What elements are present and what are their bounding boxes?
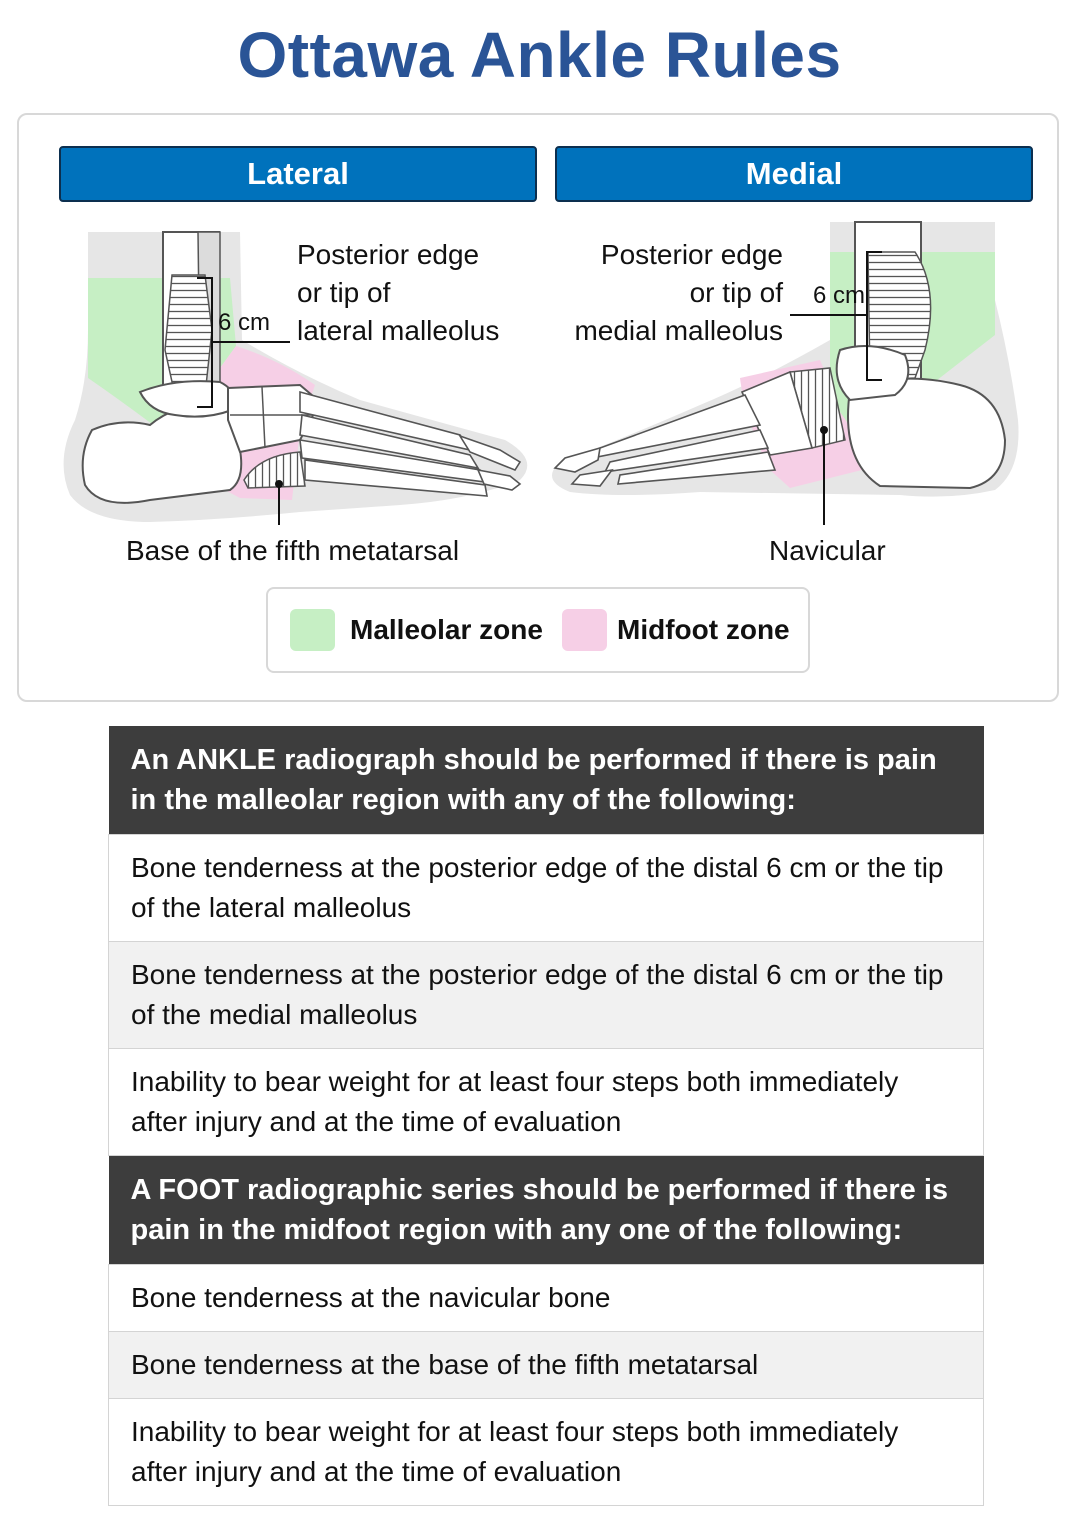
medial-malleolus-label-line: medial malleolus [574,315,783,346]
page-title: Ottawa Ankle Rules [237,19,842,91]
lateral-malleolus-label: Posterior edge or tip of lateral malleol… [297,236,499,350]
lateral-measure-bracket [197,277,290,525]
malleolar-zone-legend-label: Malleolar zone [350,614,543,645]
rules-table: An ANKLE radiograph should be performed … [108,726,984,1506]
zone-legend: Malleolar zone Midfoot zone [266,587,810,673]
ankle-rule-item: Bone tenderness at the posterior edge of… [108,834,984,942]
lateral-fifth-metatarsal-base [243,451,306,489]
medial-foot [552,221,1019,497]
lateral-metatarsal-pointer [275,480,283,488]
medial-talus [835,345,910,402]
ankle-diagram [63,221,1019,525]
medial-malleolus-label-line: or tip of [689,277,783,308]
foot-rule-item: Bone tenderness at the navicular bone [108,1264,984,1332]
ankle-rule-heading-row: An ANKLE radiograph should be performed … [108,726,984,835]
foot-rule-item: Inability to bear weight for at least fo… [108,1398,984,1506]
lateral-foot [63,231,528,522]
midfoot-zone-swatch [562,609,607,651]
lateral-malleolus-label-line: lateral malleolus [297,315,500,346]
medial-calcaneus [847,377,1007,490]
medial-measure-bracket [790,251,882,525]
lateral-toes [458,434,522,491]
ankle-rule-item: Bone tenderness at the posterior edge of… [108,941,984,1049]
lateral-metatarsal-label: Base of the fifth metatarsal [126,535,460,566]
medial-malleolus-label: Posterior edge or tip of medial malleolu… [540,236,783,350]
lateral-malleolus-label-line: or tip of [297,277,391,308]
medial-navicular-pointer [820,426,828,434]
foot-rule-heading-row: A FOOT radiographic series should be per… [108,1155,984,1265]
table-row: Inability to bear weight for at least fo… [108,1048,984,1156]
lateral-malleolus-label-line: Posterior edge [297,239,480,270]
medial-view-header: Medial [555,146,1033,202]
midfoot-zone-legend-label: Midfoot zone [617,614,790,645]
medial-measure-label: 6 cm [813,282,866,309]
table-row: Bone tenderness at the posterior edge of… [108,941,984,1049]
foot-rule-item: Bone tenderness at the base of the fifth… [108,1331,984,1399]
malleolar-zone-swatch [290,609,335,651]
lateral-view-header: Lateral [59,146,537,202]
table-row: Bone tenderness at the base of the fifth… [108,1331,984,1399]
medial-navicular-label: Navicular [769,535,886,566]
ankle-rule-item: Inability to bear weight for at least fo… [108,1048,984,1156]
medial-toes [553,446,614,487]
lateral-measure-label: 6 cm [218,309,271,336]
table-row: Inability to bear weight for at least fo… [108,1398,984,1506]
table-row: Bone tenderness at the navicular bone [108,1264,984,1332]
table-row: Bone tenderness at the posterior edge of… [108,834,984,942]
medial-malleolus-label-line: Posterior edge [600,239,783,270]
foot-rule-heading: A FOOT radiographic series should be per… [108,1155,984,1265]
ankle-rule-heading: An ANKLE radiograph should be performed … [108,726,984,835]
